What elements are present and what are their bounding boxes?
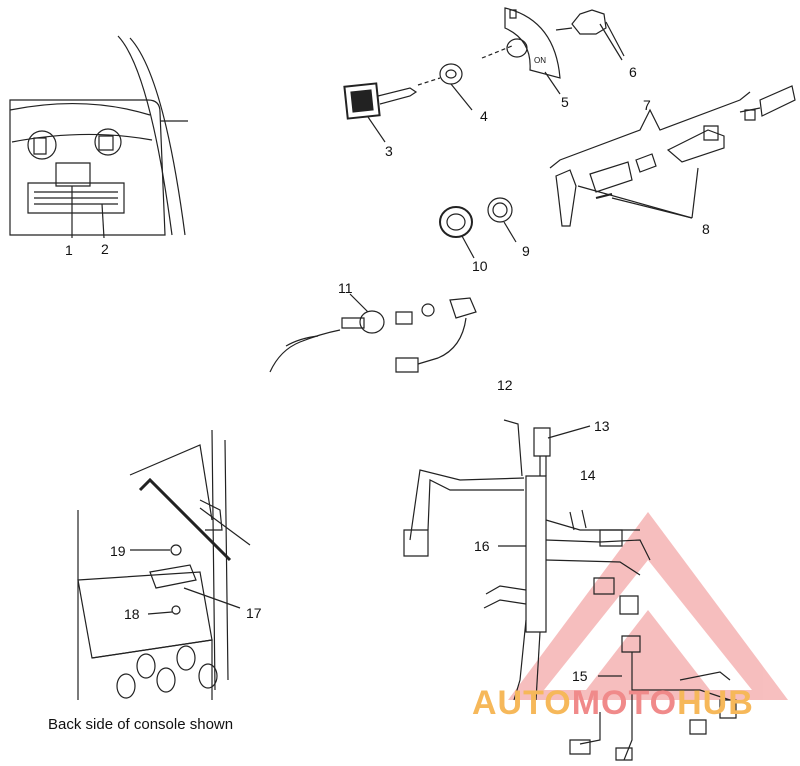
callout-8: 8 <box>702 221 710 237</box>
callout-12: 12 <box>497 377 513 393</box>
watermark-triangle <box>508 512 788 700</box>
callout-3: 3 <box>385 143 393 159</box>
dash-panel <box>10 36 188 238</box>
switch-assembly <box>550 86 795 226</box>
callout-16: 16 <box>474 538 490 554</box>
console-back <box>78 430 250 700</box>
callout-10: 10 <box>472 258 488 274</box>
nut-washer <box>440 198 516 258</box>
callout-7: 7 <box>643 97 651 113</box>
watermark-part2: MOTO <box>571 684 678 722</box>
callout-6: 6 <box>629 64 637 80</box>
watermark-part3: HUB <box>677 684 754 722</box>
callout-17: 17 <box>246 605 262 621</box>
diagram-caption: Back side of console shown <box>48 716 234 733</box>
watermark-part1: AUTO <box>472 684 572 722</box>
callout-18: 18 <box>124 606 140 622</box>
watermark-logo: AUTOMOTOHUB <box>472 684 754 723</box>
decal-on-text: ON <box>534 56 546 65</box>
callout-5: 5 <box>561 94 569 110</box>
decal-1 <box>56 163 90 186</box>
wiring-harness <box>404 420 736 760</box>
callout-14: 14 <box>580 467 596 483</box>
callout-11: 11 <box>338 280 353 296</box>
decal-2 <box>28 183 124 213</box>
callout-1: 1 <box>65 242 73 258</box>
callout-9: 9 <box>522 243 530 259</box>
callout-13: 13 <box>594 418 610 434</box>
key-switch <box>270 294 476 372</box>
callout-15: 15 <box>572 668 588 684</box>
callout-4: 4 <box>480 108 488 124</box>
ignition-parts <box>344 8 624 142</box>
callout-19: 19 <box>110 543 126 559</box>
callout-2: 2 <box>101 241 109 257</box>
